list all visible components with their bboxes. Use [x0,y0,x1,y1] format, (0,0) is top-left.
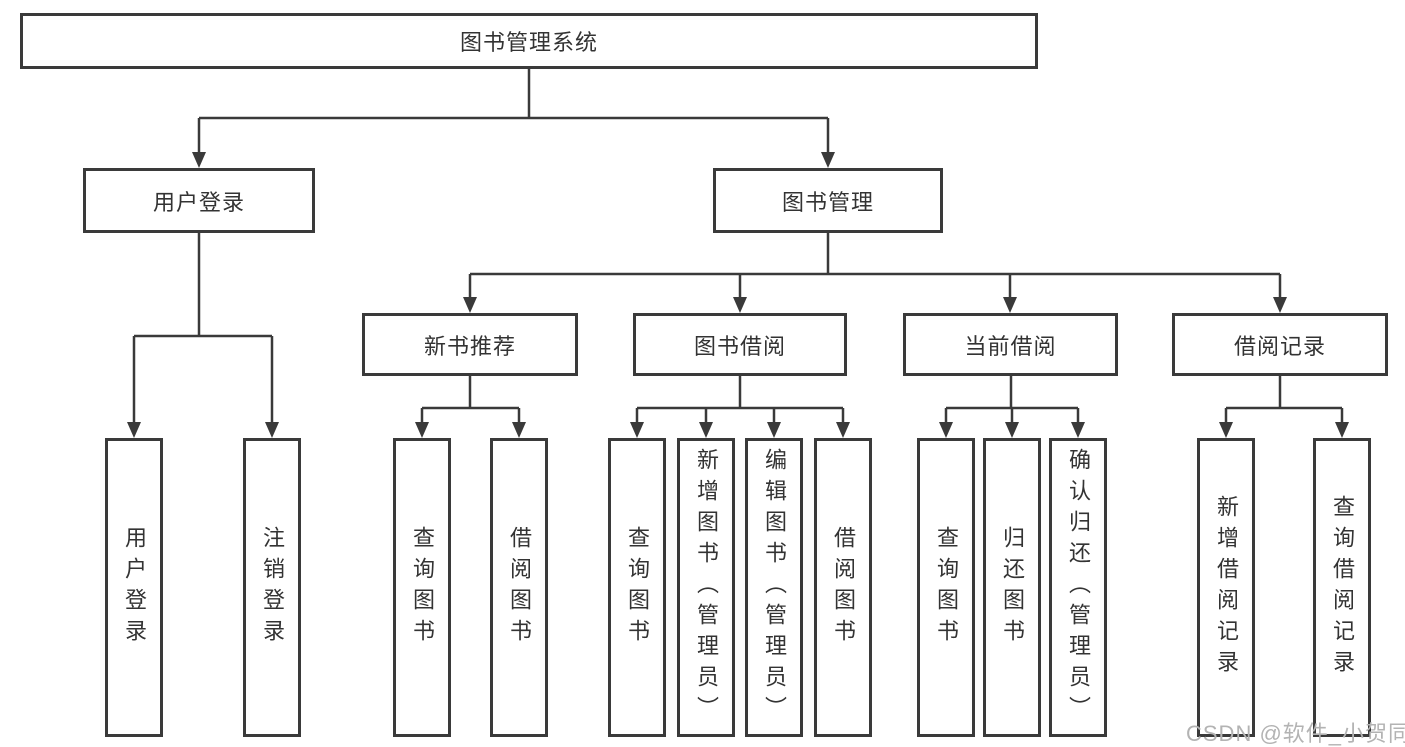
node-root: 图书管理系统 [20,13,1038,69]
node-book-borrow: 图书借阅 [633,313,847,376]
leaf-add-borrow-record: 新增借阅记录 [1197,438,1255,737]
leaf-borrow-books-borrow-label: 借阅图书 [831,525,856,650]
leaf-query-borrow-record-label: 查询借阅记录 [1330,494,1355,681]
leaf-confirm-return-admin-label: 确认归还（管理员） [1066,448,1091,727]
leaf-query-books-borrow-label: 查询图书 [625,525,650,650]
watermark: CSDN @软件_小贺同学 [1186,721,1405,746]
leaf-return-books-label: 归还图书 [1000,525,1025,650]
leaf-add-book-admin: 新增图书（管理员） [677,438,735,737]
node-root-label: 图书管理系统 [459,30,598,55]
leaf-query-books-current: 查询图书 [917,438,975,737]
node-book-management: 图书管理 [713,168,943,233]
leaf-edit-book-admin-label: 编辑图书（管理员） [762,448,787,727]
node-current-borrow: 当前借阅 [903,313,1118,376]
leaf-edit-book-admin: 编辑图书（管理员） [745,438,803,737]
leaf-user-login-label: 用户登录 [122,525,147,650]
leaf-add-book-admin-label: 新增图书（管理员） [694,448,719,727]
leaf-query-books-recommend: 查询图书 [393,438,451,737]
leaf-borrow-books-recommend: 借阅图书 [490,438,548,737]
node-new-book-recommend-label: 新书推荐 [423,333,516,359]
leaf-user-login: 用户登录 [105,438,163,737]
leaf-confirm-return-admin: 确认归还（管理员） [1049,438,1107,737]
leaf-borrow-books-borrow: 借阅图书 [814,438,872,737]
leaf-add-borrow-record-label: 新增借阅记录 [1214,494,1239,681]
leaf-query-books-borrow: 查询图书 [608,438,666,737]
node-borrow-records: 借阅记录 [1172,313,1388,376]
leaf-return-books: 归还图书 [983,438,1041,737]
leaf-query-books-current-label: 查询图书 [934,525,959,650]
node-book-borrow-label: 图书借阅 [693,333,786,359]
node-current-borrow-label: 当前借阅 [964,333,1057,359]
node-new-book-recommend: 新书推荐 [362,313,578,376]
leaf-borrow-books-recommend-label: 借阅图书 [507,525,532,650]
leaf-query-books-recommend-label: 查询图书 [410,525,435,650]
leaf-logout: 注销登录 [243,438,301,737]
node-user-login-label: 用户登录 [152,189,245,215]
leaf-logout-label: 注销登录 [260,525,285,650]
leaf-query-borrow-record: 查询借阅记录 [1313,438,1371,737]
node-user-login: 用户登录 [83,168,315,233]
node-book-management-label: 图书管理 [781,189,874,215]
node-borrow-records-label: 借阅记录 [1233,333,1326,359]
